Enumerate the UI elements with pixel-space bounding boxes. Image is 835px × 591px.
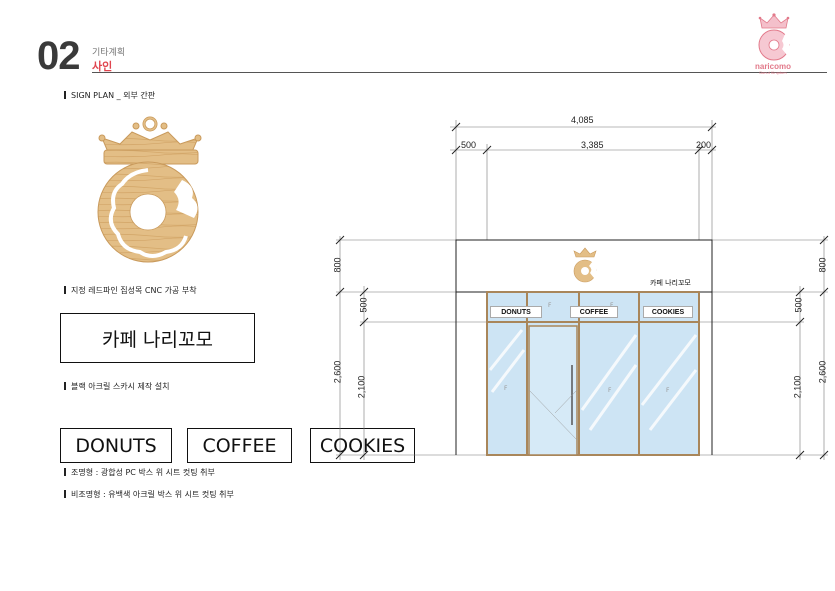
cafe-sign-box: 카페 나리꼬모 <box>60 313 255 363</box>
coffee-sign-box: COFFEE <box>187 428 292 463</box>
donuts-sign-box: DONUTS <box>60 428 172 463</box>
sign-plan-heading: SIGN PLAN _ 외부 간판 <box>64 90 155 101</box>
brand-name: naricomo <box>754 62 791 71</box>
cookies-sign-box: COOKIES <box>310 428 415 463</box>
dim-fascia-height-left: 800 <box>332 257 343 273</box>
glass-mark: F <box>548 302 552 309</box>
logo-note: 지정 레드파인 집성목 CNC 가공 부착 <box>64 285 197 296</box>
glass-mark: F <box>666 387 670 394</box>
section-number: 02 <box>37 34 80 78</box>
sign-plan-heading-text: SIGN PLAN _ 외부 간판 <box>71 91 156 100</box>
dim-band-height-right: 500 <box>793 297 804 313</box>
unlit-note: 비조명형 : 유백색 아크릴 박스 위 시트 컷팅 취부 <box>64 489 234 500</box>
logo-note-text: 지정 레드파인 집성목 CNC 가공 부착 <box>71 286 197 295</box>
elevation-coffee-sign: COFFEE <box>570 306 618 318</box>
dim-mid-width: 3,385 <box>581 140 604 150</box>
dim-band-height-left: 500 <box>358 297 369 313</box>
cafe-sign-text: 카페 나리꼬모 <box>102 328 213 351</box>
section-subtitle: 기타계획 <box>92 48 126 58</box>
elevation-donuts-sign: DONUTS <box>490 306 542 318</box>
elevation-cookies-sign: COOKIES <box>643 306 693 318</box>
header-divider <box>92 72 827 73</box>
section-title: 사인 <box>92 60 113 73</box>
dim-fascia-height-right: 800 <box>817 257 828 273</box>
brand-tagline: Donut Kingdom <box>759 71 787 75</box>
glass-mark: F <box>610 302 613 309</box>
wood-logo-sign-icon <box>97 116 202 263</box>
dim-glass-height-left: 2,100 <box>356 375 367 399</box>
dim-glass-height-right: 2,100 <box>792 375 803 399</box>
donuts-sign-text: DONUTS <box>75 434 157 457</box>
unlit-note-text: 비조명형 : 유백색 아크릴 박스 위 시트 컷팅 취부 <box>71 490 234 499</box>
cafe-sign-note-text: 블랙 아크릴 스카시 제작 설치 <box>71 382 170 391</box>
dim-total-height-left: 2,600 <box>332 360 343 384</box>
fascia-sign-text: 카페 나리꼬모 <box>650 279 691 287</box>
lit-note-text: 조명형 : 광합성 PC 박스 위 시트 컷팅 취부 <box>71 468 215 477</box>
dim-total-height-right: 2,600 <box>817 360 828 384</box>
cookies-sign-text: COOKIES <box>319 434 406 457</box>
glass-mark: F <box>504 385 508 392</box>
glass-mark: F <box>608 387 612 394</box>
cafe-sign-note: 블랙 아크릴 스카시 제작 설치 <box>64 381 170 392</box>
lit-note: 조명형 : 광합성 PC 박스 위 시트 컷팅 취부 <box>64 467 215 478</box>
coffee-sign-text: COFFEE <box>202 434 277 457</box>
dim-right-width: 200 <box>696 140 712 150</box>
dim-left-width: 500 <box>461 140 477 150</box>
dim-total-width: 4,085 <box>571 115 594 125</box>
brand-logo-icon <box>758 13 791 61</box>
